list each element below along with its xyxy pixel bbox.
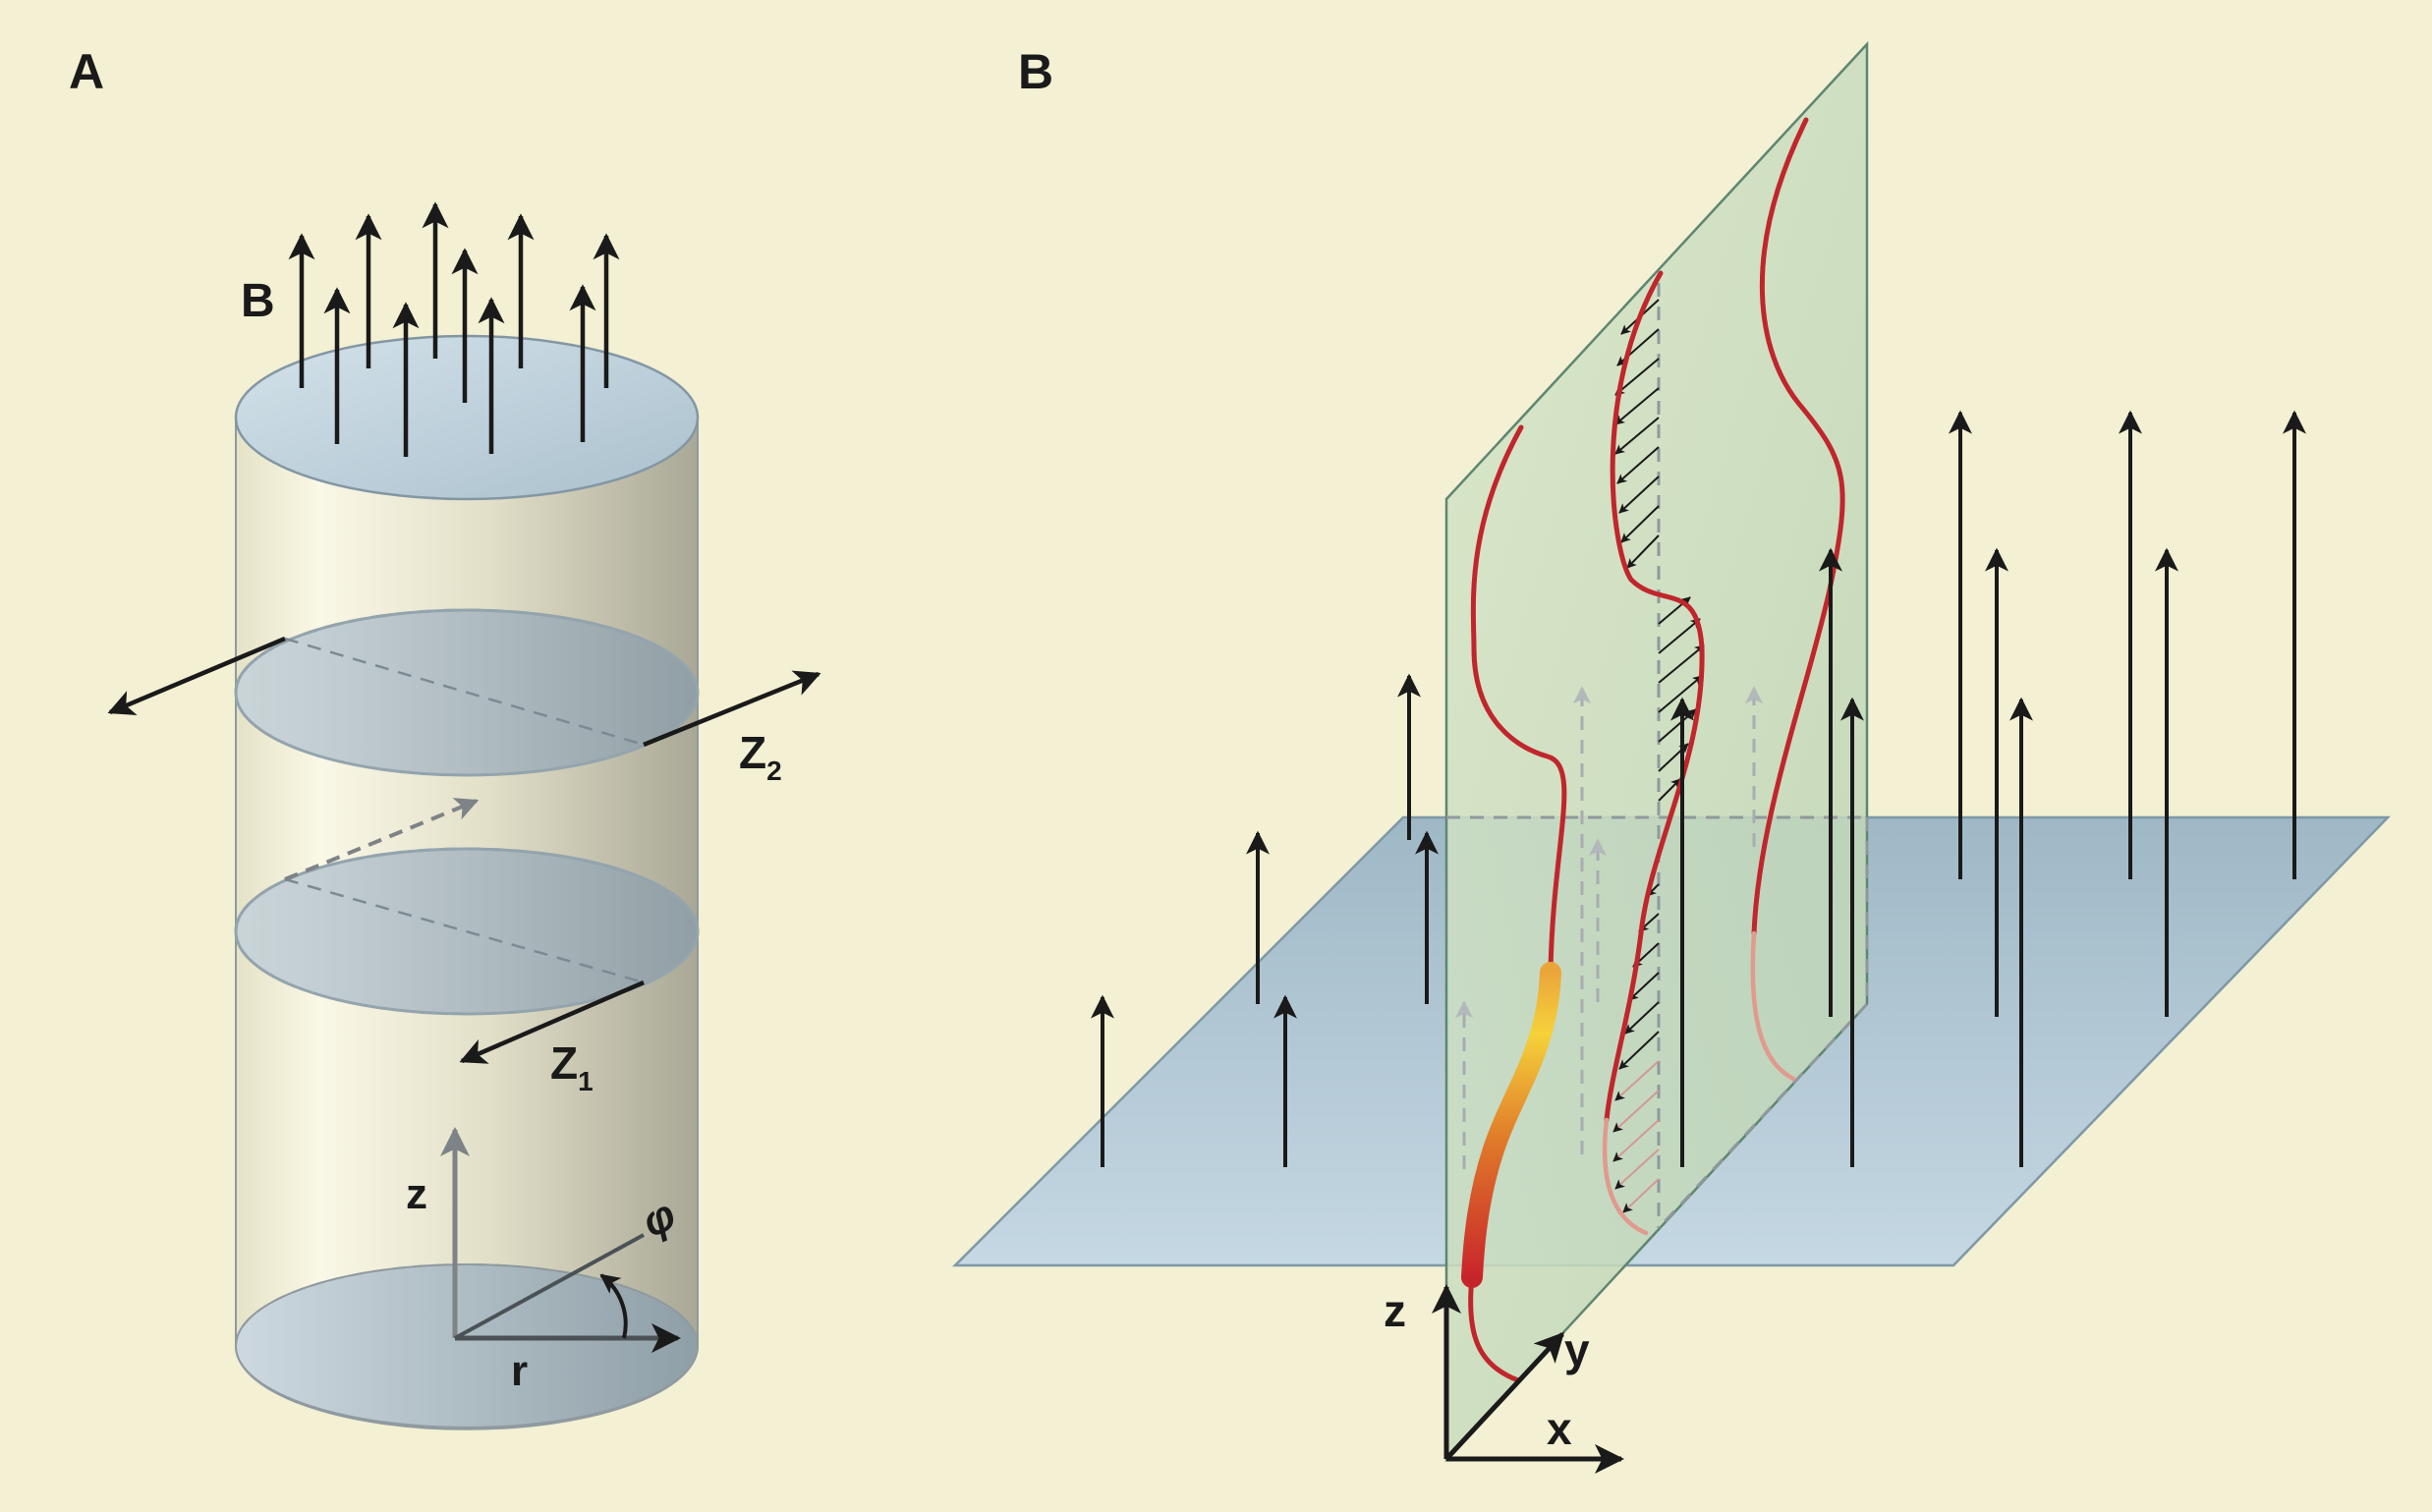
axis-label-z: z xyxy=(1384,1285,1406,1336)
field-line-middle xyxy=(1604,270,1705,1123)
panel-a: A xyxy=(69,44,821,1430)
field-line-left-lower xyxy=(1468,1274,1521,1383)
cylinder-bottom-disc xyxy=(235,1263,699,1428)
axis-label-z: z xyxy=(406,1170,427,1218)
field-label-b: B xyxy=(241,275,275,327)
field-lines-red xyxy=(1461,117,1845,1383)
z2-arrow-right xyxy=(643,670,821,748)
z1-dashed-arrow xyxy=(284,798,480,881)
field-arrows-right xyxy=(1670,410,2306,1167)
field-line-left xyxy=(1470,424,1567,976)
heated-segment xyxy=(1461,962,1561,1288)
field-arrows-left xyxy=(1091,673,1439,1167)
axis-label-x: x xyxy=(1547,1403,1572,1454)
cross-section-z1 xyxy=(234,798,700,1064)
field-line-right-lower xyxy=(1750,930,1796,1082)
z2-arrow-left xyxy=(107,636,286,716)
panel-a-label: A xyxy=(69,44,104,99)
hidden-lines xyxy=(1446,283,1869,1230)
axis-label-y: y xyxy=(1564,1324,1590,1375)
label-z1: Z1 xyxy=(550,1037,594,1096)
cartesian-axes: z y x xyxy=(1384,1284,1624,1474)
axis-label-r: r xyxy=(511,1347,528,1395)
field-arrows-b xyxy=(288,201,620,457)
label-z2: Z2 xyxy=(739,727,782,786)
panel-b-label: B xyxy=(1018,44,1053,99)
panel-b: B xyxy=(951,40,2391,1474)
field-line-right xyxy=(1751,117,1845,936)
cross-section-z2 xyxy=(107,608,821,777)
z1-arrow xyxy=(459,980,645,1064)
field-line-middle-lower xyxy=(1602,1117,1649,1236)
